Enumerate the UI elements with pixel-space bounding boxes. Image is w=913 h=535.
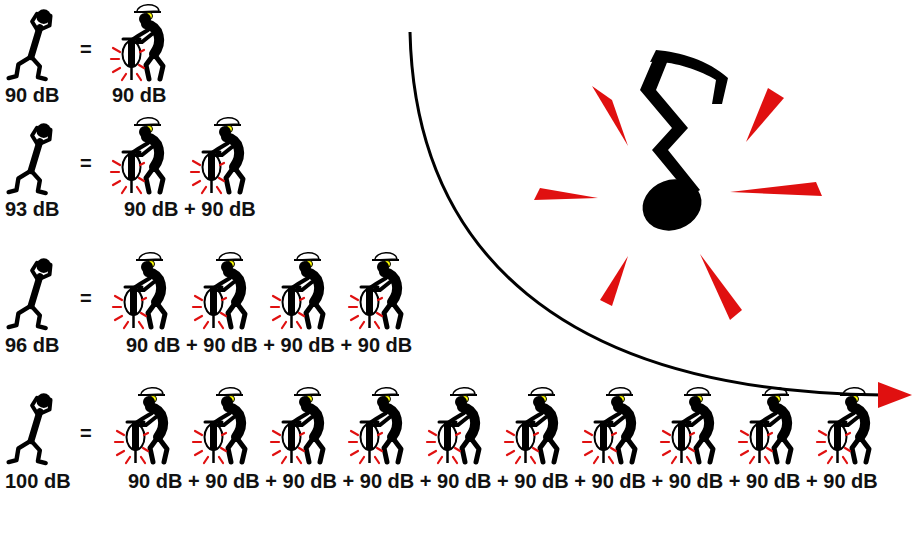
worker-figure: [349, 253, 401, 328]
level-label: 100 dB: [5, 470, 71, 492]
worker-figure: [111, 118, 163, 193]
note-head: [635, 171, 708, 239]
sound-ray: [600, 256, 628, 306]
listener-figure: [9, 258, 51, 328]
worker-figure: [193, 388, 245, 463]
worker-figure: [505, 388, 557, 463]
level-label: 93 dB: [5, 198, 59, 220]
worker-figure: [583, 388, 635, 463]
worker-figure: [113, 253, 165, 328]
worker-figure: [191, 118, 243, 193]
sum-label: 90 dB + 90 dB: [124, 198, 256, 220]
worker-figure: [271, 388, 323, 463]
sum-label: 90 dB: [112, 84, 166, 106]
sum-label: 90 dB + 90 dB + 90 dB + 90 dB: [126, 334, 412, 356]
worker-figure: [115, 388, 167, 463]
worker-figure: [817, 388, 869, 463]
worker-figure: [349, 388, 401, 463]
sum-label: 90 dB + 90 dB + 90 dB + 90 dB + 90 dB + …: [128, 470, 878, 492]
level-label: 90 dB: [5, 84, 59, 106]
listener-figure: [9, 123, 51, 193]
equals-sign: =: [80, 152, 92, 174]
level-label: 96 dB: [5, 334, 59, 356]
sound-ray: [746, 88, 784, 142]
worker-figure: [111, 5, 163, 80]
equals-sign: =: [80, 287, 92, 309]
sound-ray: [592, 86, 628, 146]
worker-figure: [193, 253, 245, 328]
sound-ray: [700, 254, 742, 320]
listener-figure: [9, 9, 51, 79]
worker-figure: [739, 388, 791, 463]
sound-ray: [730, 182, 822, 196]
sound-ray: [534, 188, 598, 200]
note-flag: [650, 50, 728, 104]
worker-figure: [427, 388, 479, 463]
note-stem: [640, 55, 700, 196]
listener-figure: [9, 393, 51, 463]
equals-sign: =: [80, 38, 92, 60]
worker-figure: [271, 253, 323, 328]
equals-sign: =: [80, 422, 92, 444]
worker-figure: [661, 388, 713, 463]
arrow-head: [878, 382, 912, 408]
curved-arrow: [410, 32, 882, 395]
music-note: [534, 50, 822, 320]
